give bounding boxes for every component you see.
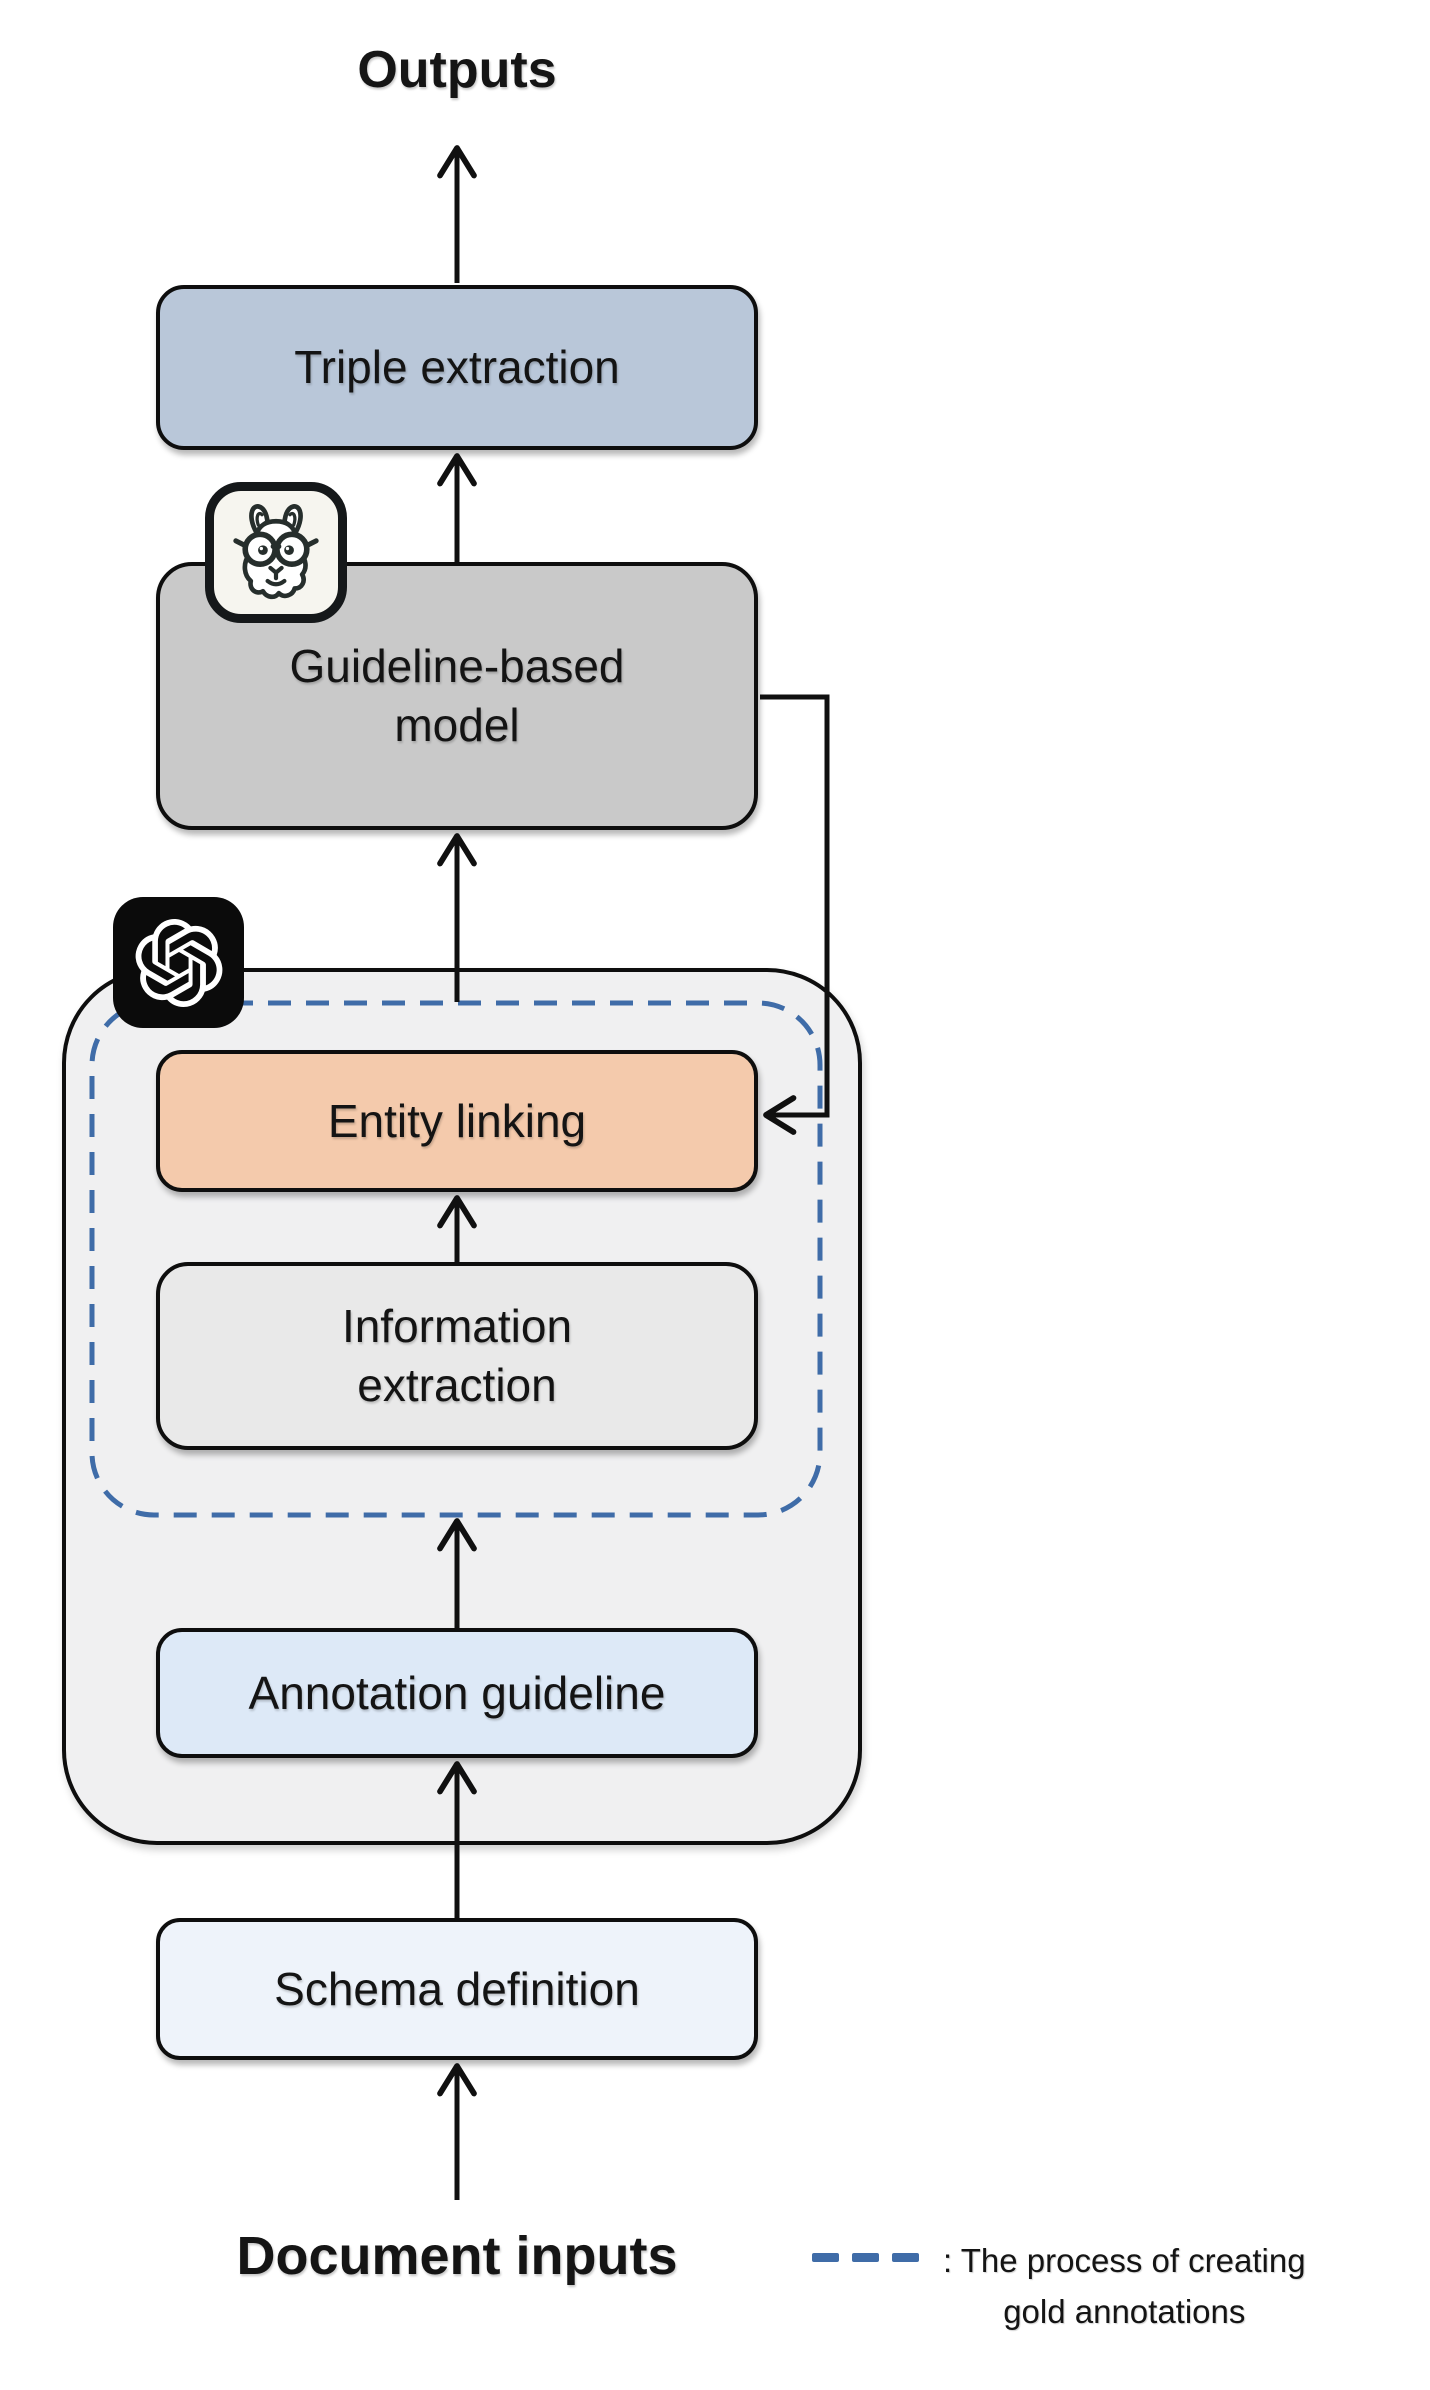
triple-extraction-box: Triple extraction [156,285,758,450]
legend-text: : The process of creating gold annotatio… [943,2235,1306,2337]
schema-definition-box: Schema definition [156,1918,758,2060]
entity-linking-label: Entity linking [327,1094,587,1147]
openai-icon [113,897,244,1028]
legend: : The process of creating gold annotatio… [812,2235,1306,2337]
schema-definition-label: Schema definition [274,1962,640,2015]
legend-dash [852,2253,879,2262]
llama-icon [205,482,347,623]
legend-text-line2: gold annotations [1003,2293,1246,2331]
information-extraction-box: Information extraction [156,1262,758,1450]
legend-text-line1: : The process of creating [943,2242,1306,2279]
legend-dashed-line-icon [812,2253,919,2262]
triple-extraction-label: Triple extraction [294,341,620,394]
document-inputs-label: Document inputs [236,2226,678,2286]
legend-dash [812,2253,839,2262]
openai-logo-graphic [135,918,222,1007]
information-extraction-label-line2: extraction [357,1359,557,1411]
guideline-model-label-line1: Guideline-based [289,640,625,693]
annotation-guideline-label: Annotation guideline [248,1666,666,1719]
information-extraction-label-line1: Information [341,1300,573,1353]
guideline-model-label-line2: model [394,699,520,751]
legend-dash [892,2253,919,2262]
outputs-label: Outputs [357,41,557,99]
llama-with-glasses-graphic [233,503,319,599]
annotation-guideline-box: Annotation guideline [156,1628,758,1758]
entity-linking-box: Entity linking [156,1050,758,1192]
